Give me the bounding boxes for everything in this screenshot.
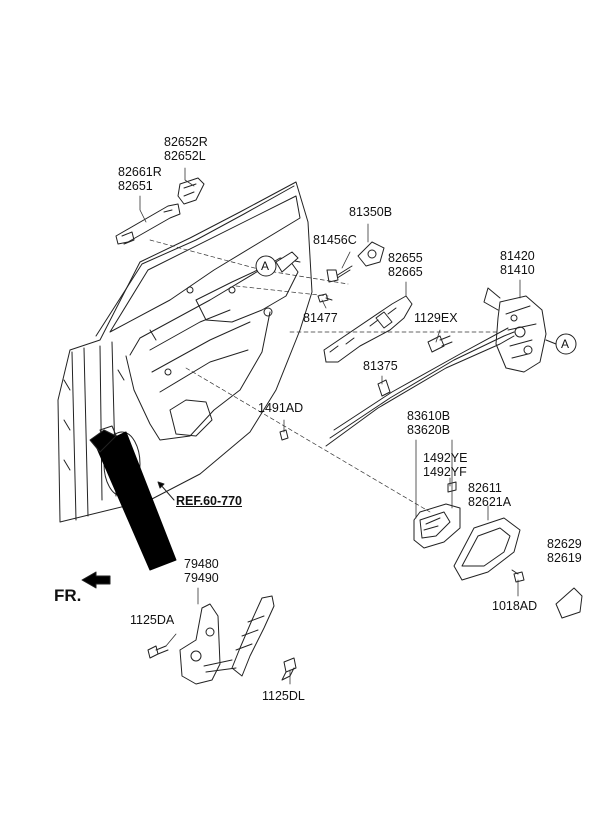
inside-handle-part bbox=[413, 503, 461, 549]
part-number-83610b: 83610B bbox=[407, 409, 451, 423]
screw-1018ad bbox=[511, 569, 525, 583]
leader-lines bbox=[139, 167, 521, 685]
part-number-81375: 81375 bbox=[363, 359, 398, 373]
part-number-82651: 82651 bbox=[118, 179, 153, 193]
part-number-82652l: 82652L bbox=[164, 149, 206, 163]
part-number-1125dl: 1125DL bbox=[262, 689, 305, 703]
reference-arrow bbox=[157, 481, 175, 501]
part-number-82665: 82665 bbox=[388, 265, 423, 279]
door-panel bbox=[57, 181, 313, 523]
part-number-79480: 79480 bbox=[184, 557, 219, 571]
front-direction-arrow bbox=[81, 571, 111, 589]
part-number-82652r: 82652R bbox=[164, 135, 208, 149]
part-number-1125da: 1125DA bbox=[130, 613, 175, 627]
part-number-82611: 82611 bbox=[468, 481, 502, 495]
front-direction-label: FR. bbox=[54, 586, 82, 605]
wiring-harness bbox=[89, 429, 177, 571]
callout-marker-left bbox=[255, 251, 299, 277]
bolt-1129ex bbox=[427, 335, 453, 353]
callout-letter-right: A bbox=[561, 337, 569, 351]
bolt-1125dl bbox=[281, 657, 297, 681]
part-number-1129ex: 1129EX bbox=[414, 311, 458, 325]
part-number-82655: 82655 bbox=[388, 251, 423, 265]
callout-marker-right bbox=[545, 333, 577, 355]
part-number-1018ad: 1018AD bbox=[492, 599, 538, 613]
door-checker-part bbox=[179, 595, 275, 685]
part-number-82661r: 82661R bbox=[118, 165, 162, 179]
part-number-82619: 82619 bbox=[547, 551, 582, 565]
part-number-1492yf: 1492YF bbox=[423, 465, 467, 479]
part-number-81477: 81477 bbox=[303, 311, 338, 325]
door-latch-part bbox=[483, 287, 547, 373]
outside-handle-part bbox=[115, 203, 181, 245]
callout-letter-left: A bbox=[261, 259, 269, 273]
screw-81477 bbox=[317, 293, 333, 303]
striker-bracket-part bbox=[357, 241, 385, 267]
handle-cover-part bbox=[177, 177, 205, 205]
part-number-83620b: 83620B bbox=[407, 423, 451, 437]
actuator-cables bbox=[325, 327, 515, 447]
cap-82629 bbox=[555, 587, 583, 619]
part-number-1491ad: 1491AD bbox=[258, 401, 304, 415]
clip-81375 bbox=[377, 379, 391, 397]
part-number-81420: 81420 bbox=[500, 249, 535, 263]
part-number-81350b: 81350B bbox=[349, 205, 393, 219]
handle-bezel-part bbox=[453, 517, 521, 581]
bolt-81456c bbox=[326, 265, 353, 283]
part-number-82629: 82629 bbox=[547, 537, 582, 551]
part-number-1492ye: 1492YE bbox=[423, 451, 468, 465]
handle-frame-part bbox=[323, 295, 413, 363]
part-number-81456c: 81456C bbox=[313, 233, 357, 247]
bolt-1125da bbox=[147, 645, 169, 659]
reference-label: REF.60-770 bbox=[176, 494, 243, 508]
part-number-81410: 81410 bbox=[500, 263, 535, 277]
part-number-82621a: 82621A bbox=[468, 495, 512, 509]
part-number-79490: 79490 bbox=[184, 571, 219, 585]
